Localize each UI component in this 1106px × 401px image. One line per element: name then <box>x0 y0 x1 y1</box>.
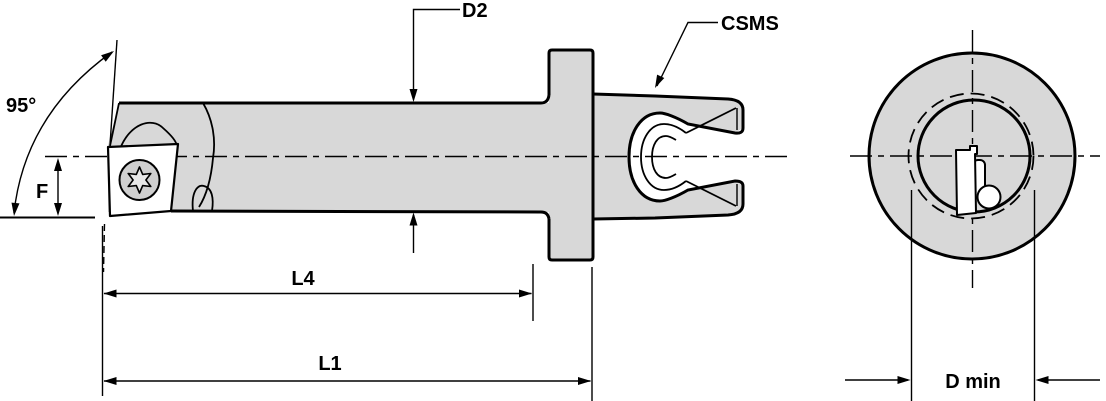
csms-label: CSMS <box>721 13 779 35</box>
end-view-insert <box>955 145 1002 216</box>
end-view <box>867 51 1077 261</box>
end-view-outer-circle <box>867 51 1077 261</box>
dimension-l4: L4 <box>101 226 534 396</box>
torx-star-icon <box>127 166 152 194</box>
fork-inner-contours <box>640 107 738 207</box>
dimension-d2: D2 <box>409 0 488 253</box>
dmin-label: D min <box>945 371 1001 393</box>
f-label: F <box>36 181 48 203</box>
l1-label: L1 <box>318 353 341 375</box>
tool-body-fills <box>108 50 1075 260</box>
dimension-dmin: D min <box>845 190 1100 401</box>
annotation-csms: CSMS <box>655 13 779 88</box>
dimension-l1: L1 <box>103 267 593 401</box>
lead-angle-label: 95° <box>6 95 36 117</box>
l4-label: L4 <box>291 268 315 290</box>
insert <box>106 142 180 218</box>
side-view <box>106 48 745 262</box>
d2-label: D2 <box>462 0 488 22</box>
end-view-dmin-dashed-circle <box>907 92 1035 220</box>
dimension-lead-angle: 95° <box>0 39 118 273</box>
dimension-f: F <box>36 158 62 216</box>
